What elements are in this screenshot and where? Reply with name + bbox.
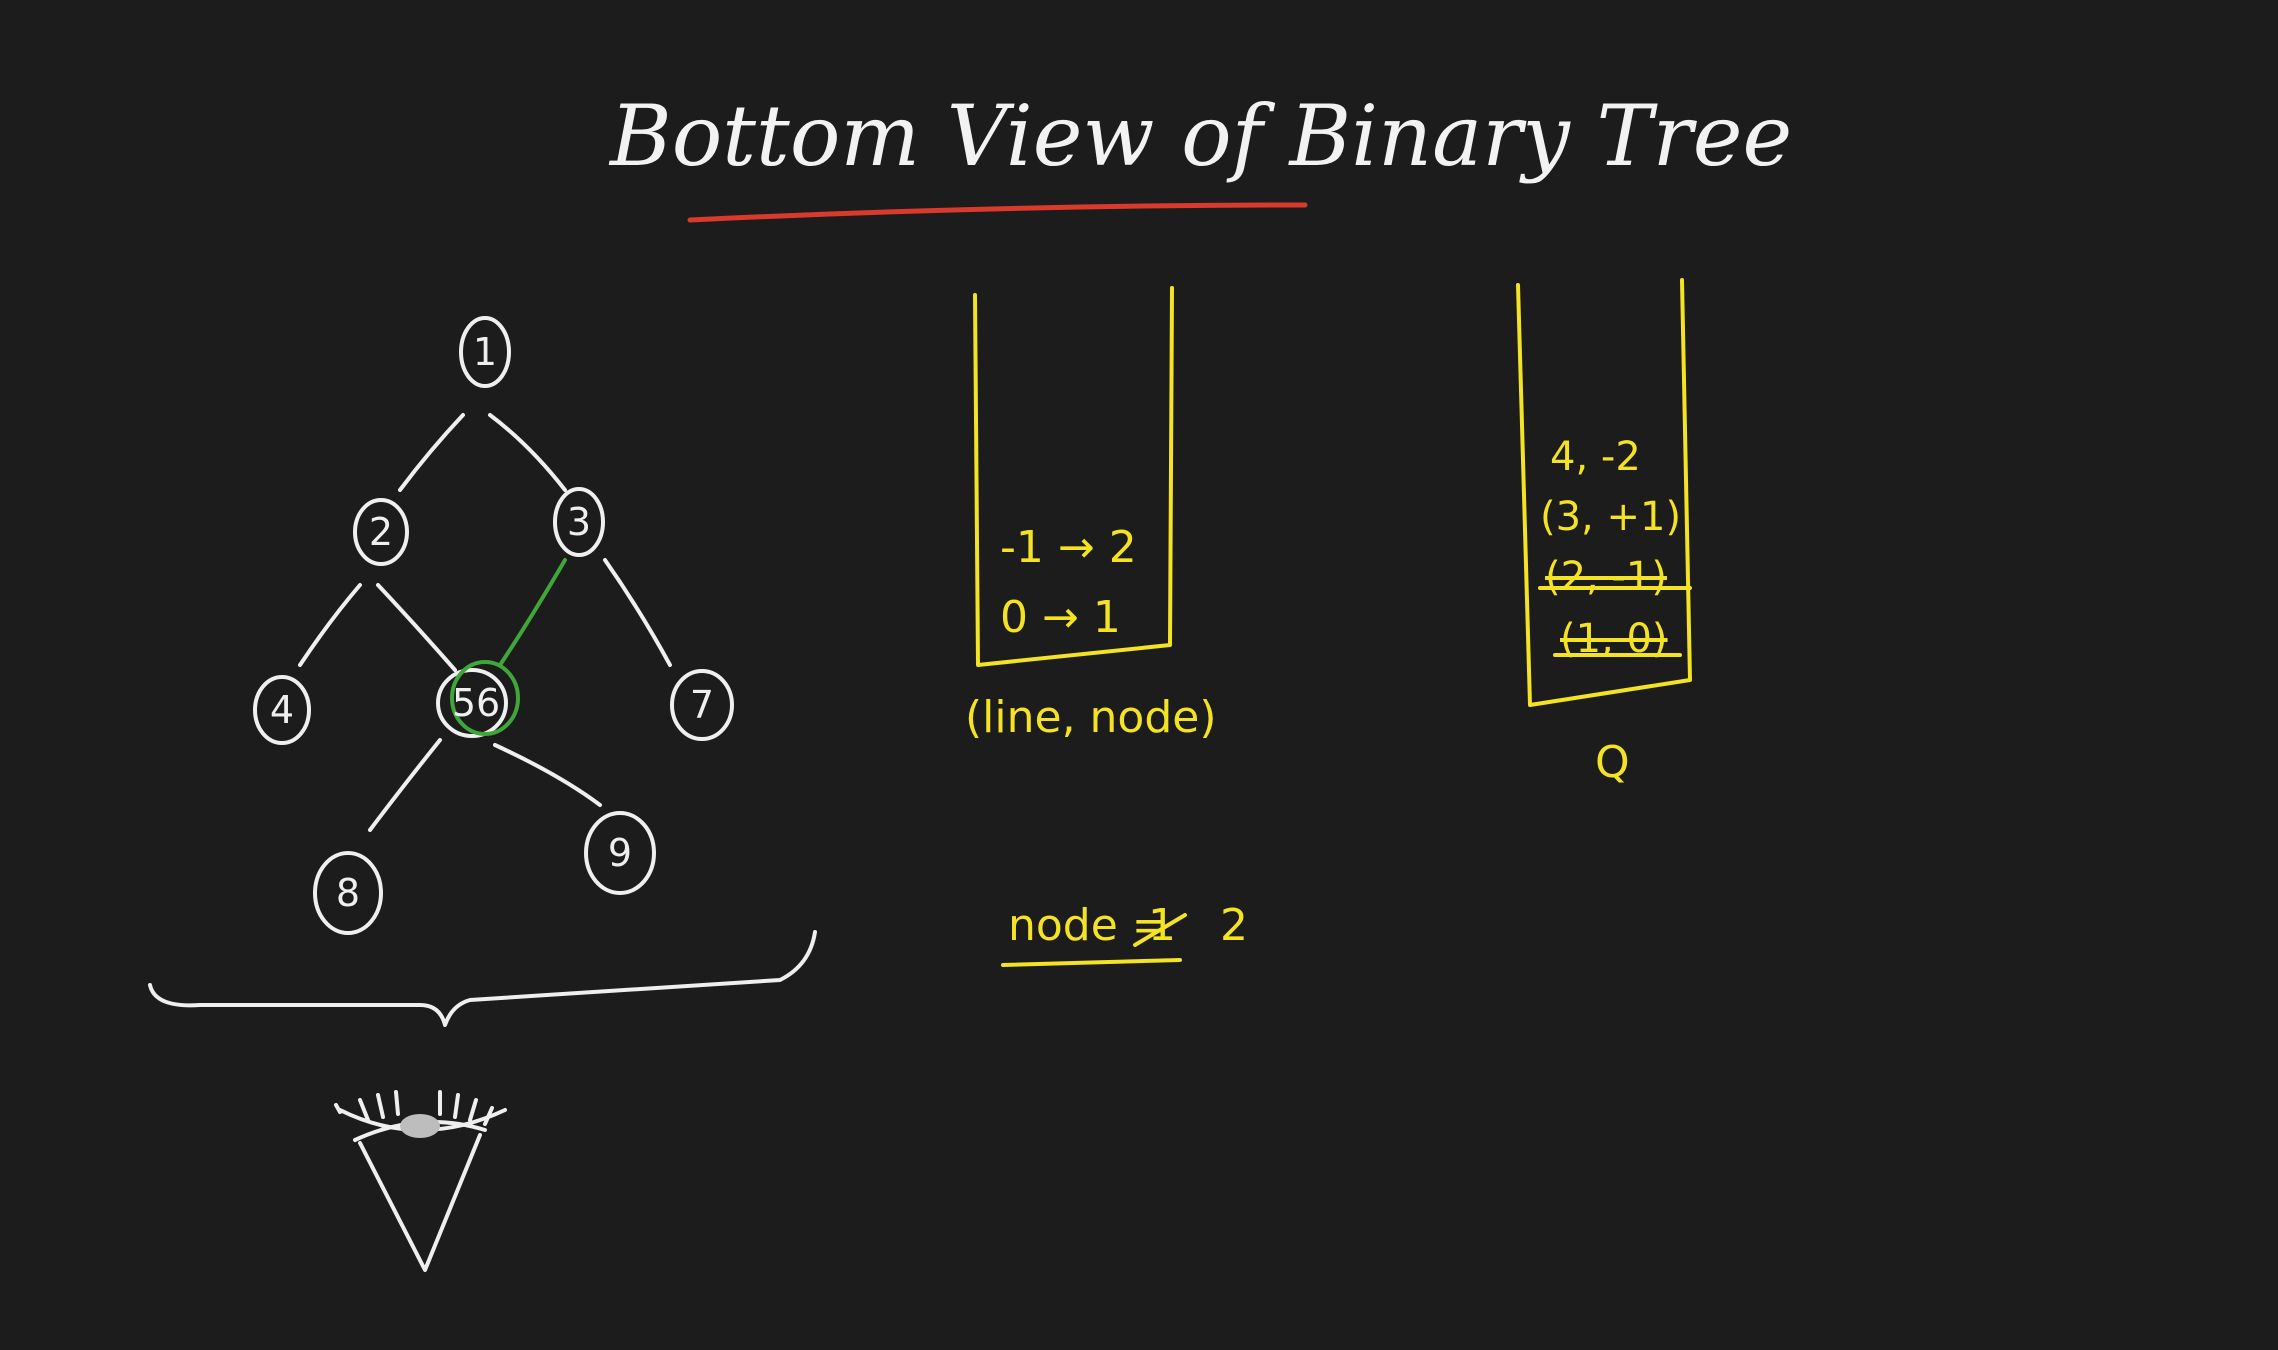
- node-label: 4: [270, 688, 294, 732]
- tree-node-56: 56: [436, 660, 520, 738]
- edge-2-56: [376, 583, 457, 672]
- node-label: 1: [473, 330, 497, 374]
- map-entry: 0 → 1: [1000, 592, 1121, 643]
- tree-node-7: 7: [670, 669, 734, 741]
- node-label: 9: [608, 831, 632, 875]
- tree-node-2: 2: [353, 498, 409, 566]
- queue-entry-struck: (2, -1): [1545, 554, 1667, 600]
- node-label: 56: [452, 681, 500, 725]
- map-box-outline: [973, 286, 1174, 667]
- tree-node-1: 1: [459, 316, 511, 388]
- note-underline: [1001, 958, 1182, 967]
- edge-3-7: [603, 558, 672, 667]
- edge-56-9: [493, 743, 602, 807]
- map-container: -1 → 2 0 → 1 (line, node): [965, 286, 1217, 743]
- eye-icon: [334, 1090, 507, 1272]
- map-caption: (line, node): [965, 692, 1217, 743]
- tree-node-8: 8: [313, 851, 383, 935]
- tree-node-3: 3: [553, 487, 605, 557]
- queue-container: 4, -2 (3, +1) (2, -1) (1, 0) Q: [1516, 278, 1692, 788]
- node-label: 7: [690, 683, 714, 727]
- node-label: 3: [567, 500, 591, 544]
- note-prefix: node =: [1008, 900, 1169, 951]
- note-value: 2: [1220, 900, 1248, 951]
- title-underline: [687, 202, 1308, 223]
- edge-1-2: [398, 413, 465, 492]
- current-node-note: node = 1 2: [1001, 900, 1248, 967]
- node-label: 8: [336, 871, 360, 915]
- queue-entry: 4, -2: [1550, 434, 1641, 480]
- edge-3-56-green: [498, 558, 567, 667]
- page-title: Bottom View of Binary Tree: [608, 87, 1792, 185]
- tree-node-4: 4: [253, 675, 311, 745]
- tree-edges: [298, 413, 672, 832]
- edge-56-8: [368, 738, 442, 832]
- bottom-brace: [148, 930, 817, 1027]
- node-label: 2: [369, 510, 393, 554]
- map-entry: -1 → 2: [1000, 522, 1137, 573]
- queue-caption: Q: [1595, 737, 1630, 788]
- note-strike-line: [1133, 913, 1187, 947]
- note-struck-value: 1: [1148, 900, 1176, 951]
- tree-node-9: 9: [584, 811, 656, 895]
- queue-entry: (3, +1): [1540, 494, 1681, 540]
- edge-1-3: [488, 413, 567, 492]
- edge-2-4: [298, 583, 362, 667]
- queue-box-outline: [1516, 278, 1692, 707]
